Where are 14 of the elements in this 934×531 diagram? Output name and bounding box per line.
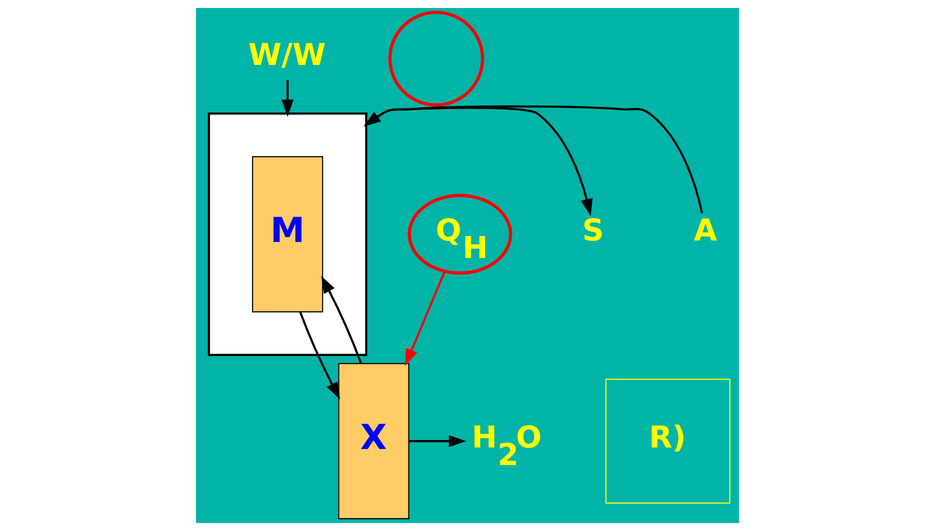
arrow: [281, 80, 294, 117]
arrow: [408, 435, 466, 448]
node-box: R): [604, 378, 730, 504]
node-box: X: [338, 363, 409, 520]
node-text: W/W: [248, 38, 326, 73]
node-box: M: [252, 156, 323, 312]
arrow: [298, 311, 340, 400]
node-circle: [388, 10, 484, 107]
arrow: [363, 105, 703, 214]
node-text: S: [582, 214, 604, 249]
node-text: A: [693, 214, 717, 249]
arrow: [404, 271, 446, 366]
cluster: [207, 112, 367, 356]
arrow: [320, 276, 362, 364]
